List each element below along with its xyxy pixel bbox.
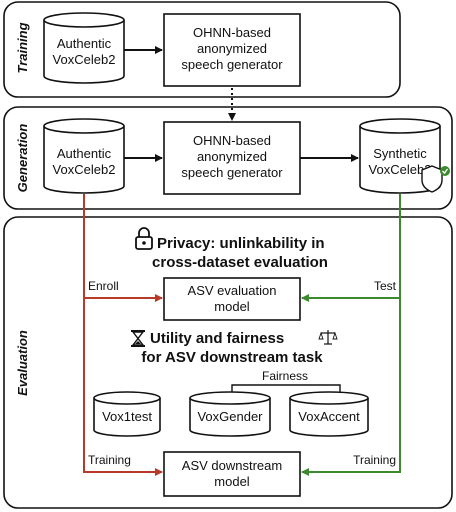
training-generator-line3: speech generator [181,57,283,72]
dataset-label-vox1test: Vox1test [102,409,152,424]
fairness-label: Fairness [262,369,308,383]
scales-icon [318,330,338,345]
training-data-line1: Authentic [57,36,112,51]
synthetic-data-cylinder: Synthetic VoxCeleb2 [359,118,441,194]
dataset-cylinder-voxaccent: VoxAccent [289,391,369,437]
hourglass-icon [131,330,145,347]
asv-eval-line1: ASV evaluation [188,283,277,298]
training-generator-box: OHNN-based anonymized speech generator [163,13,301,87]
generation-generator-box: OHNN-based anonymized speech generator [163,121,301,195]
generation-generator-line1: OHNN-based [193,133,271,148]
shield-check-icon [421,165,450,193]
generation-data-line2: VoxCeleb2 [53,162,116,177]
dotted-connector-head [228,113,236,121]
asv-evaluation-model-box: ASV evaluation model [163,277,301,321]
training-label-right: Training [353,453,396,467]
training-data-line2: VoxCeleb2 [53,52,116,67]
training-label-left: Training [88,453,131,467]
stage-label-training: Training [15,22,30,73]
privacy-heading-line1: Privacy: unlinkability in [157,235,325,252]
fairness-bracket [231,384,341,392]
utility-heading-line1: Utility and fairness [150,330,284,347]
privacy-heading-line2: cross-dataset evaluation [152,254,328,271]
generation-data-line1: Authentic [57,146,112,161]
training-arrow-left [83,298,163,476]
training-generator-line2: anonymized [197,41,267,56]
test-label: Test [374,279,397,293]
asv-eval-line2: model [214,299,250,314]
synthetic-data-line1: Synthetic [373,146,427,161]
generation-generator-line2: anonymized [197,149,267,164]
dataset-cylinder-voxgender: VoxGender [189,391,271,437]
asv-downstream-model-box: ASV downstream model [163,451,301,497]
generation-generator-line3: speech generator [181,165,283,180]
stage-label-evaluation: Evaluation [15,330,30,396]
synthetic-data-line2: VoxCeleb2 [369,162,432,177]
training-generator-line1: OHNN-based [193,25,271,40]
dataset-label-voxaccent: VoxAccent [298,409,360,424]
stage-label-generation: Generation [15,124,30,193]
training-data-cylinder: Authentic VoxCeleb2 [43,12,125,84]
training-arrow-right [301,298,401,476]
utility-heading-line2: for ASV downstream task [141,349,323,366]
lock-icon [135,227,153,250]
dataset-cylinder-vox1test: Vox1test [93,391,161,437]
dataset-label-voxgender: VoxGender [197,409,263,424]
generation-data-cylinder: Authentic VoxCeleb2 [43,118,125,194]
asv-downstream-line1: ASV downstream [182,458,282,473]
enroll-label: Enroll [88,279,119,293]
asv-downstream-line2: model [214,474,250,489]
